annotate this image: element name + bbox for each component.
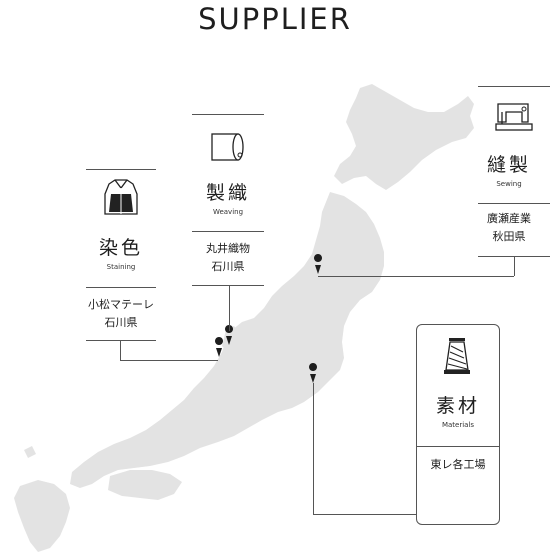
sewing-supplier-name: 廣瀬産業 [487, 212, 531, 225]
materials-mid-rule [416, 446, 500, 447]
sewing-mid-rule [478, 203, 550, 204]
weaving-subtitle: Weaving [212, 208, 244, 216]
staining-connector-v [120, 340, 121, 360]
materials-supplier-name: 東レ各工場 [430, 458, 486, 471]
staining-subtitle: Staining [106, 263, 136, 271]
weaving-supplier-pref: 石川県 [211, 260, 245, 273]
sewing-connector-h [318, 276, 514, 277]
category-materials: 素材 Materials [416, 391, 500, 429]
materials-card [416, 324, 500, 525]
weaving-bottom-rule [192, 285, 264, 286]
materials-subtitle: Materials [441, 421, 475, 429]
weaving-top-rule [192, 114, 264, 115]
weaving-supplier: 丸井織物 石川県 [186, 240, 270, 276]
sewing-supplier: 廣瀬産業 秋田県 [474, 210, 544, 246]
staining-supplier-pref: 石川県 [104, 316, 138, 329]
shirt-icon [103, 178, 139, 226]
staining-top-rule [86, 169, 156, 170]
sewing-supplier-pref: 秋田県 [492, 230, 526, 243]
staining-supplier-name: 小松マテーレ [88, 298, 154, 311]
island-shape [24, 446, 36, 458]
page-title: SUPPLIER [198, 2, 352, 36]
sewing-machine-icon [494, 100, 534, 138]
thread-cone-icon [442, 336, 472, 380]
sewing-connector-v [514, 256, 515, 276]
materials-supplier: 東レ各工場 [416, 456, 500, 474]
materials-title: 素材 [435, 395, 480, 417]
pin-weaving [225, 325, 234, 345]
staining-bottom-rule [86, 340, 156, 341]
category-weaving: 製織 Weaving [192, 178, 264, 216]
staining-supplier: 小松マテーレ 石川県 [80, 296, 162, 332]
weaving-mid-rule [192, 231, 264, 232]
category-staining: 染色 Staining [86, 233, 156, 271]
sewing-subtitle: Sewing [496, 180, 522, 188]
pin-sewing [314, 254, 323, 274]
category-sewing: 縫製 Sewing [478, 150, 540, 188]
materials-connector-v [313, 383, 314, 514]
shikoku-shape [108, 470, 182, 500]
sewing-top-rule [478, 86, 550, 87]
fabric-roll-icon [210, 128, 246, 168]
weaving-connector-v [229, 285, 230, 331]
hokkaido-shape [334, 84, 474, 190]
pin-staining [215, 337, 224, 357]
staining-title: 染色 [98, 237, 143, 259]
weaving-title: 製織 [205, 182, 250, 204]
staining-connector-h [120, 360, 218, 361]
pin-materials [309, 363, 318, 383]
weaving-supplier-name: 丸井織物 [206, 242, 250, 255]
materials-connector-h [313, 514, 416, 515]
kyushu-shape [14, 480, 70, 552]
sewing-title: 縫製 [486, 154, 531, 176]
staining-mid-rule [86, 287, 156, 288]
